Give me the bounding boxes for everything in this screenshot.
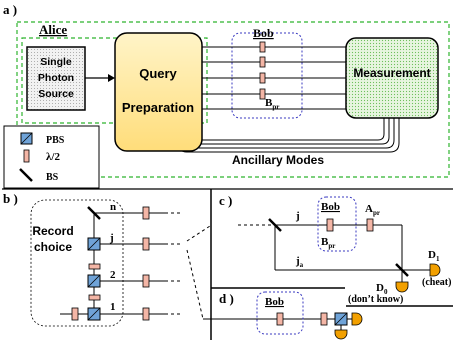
panel-c-bpr-label: Bpr (321, 236, 335, 250)
source-line-1: Single (40, 56, 72, 68)
half-wave-plate-icon (276, 312, 284, 326)
query-preparation-box (114, 32, 203, 152)
dont-know-label: (don’t know) (348, 294, 403, 305)
ancillary-mode-lines (177, 118, 400, 153)
half-wave-plate-icon (88, 294, 101, 301)
panel-b: b ) Record choice (2, 188, 453, 327)
detector-d0-icon (395, 281, 409, 293)
beam-splitter-icon (19, 168, 33, 182)
half-wave-plate-icon (71, 307, 79, 321)
pbs-icon-diagonal (20, 132, 33, 145)
panel-b-vertical-waveplates (88, 263, 101, 301)
mode-j-label: j (295, 210, 300, 222)
ancillary-modes-label: Ancillary Modes (232, 153, 324, 167)
panel-b-pbs-cubes (87, 237, 101, 321)
half-wave-plate-icon (259, 56, 266, 68)
half-wave-plate-icon (366, 218, 374, 232)
bob-waveplates (259, 41, 266, 100)
d0-label: D0 (376, 282, 388, 296)
alice-inner-box (21, 37, 208, 124)
half-wave-plate-icon (142, 237, 150, 251)
apr-label: Apr (365, 203, 380, 217)
half-wave-plate-icon (142, 307, 150, 321)
mode-ja-label: ja (295, 255, 304, 269)
detector-icon (334, 329, 348, 340)
record-label: Record (32, 224, 73, 238)
cheat-label: (cheat) (422, 277, 451, 288)
panel-b-dashed-lines (165, 212, 183, 315)
beam-splitter-icon (87, 206, 101, 220)
detector-d1-icon (429, 263, 441, 277)
bob-label: Bob (253, 26, 274, 40)
measurement-box (345, 37, 439, 119)
single-photon-source-box (26, 46, 86, 111)
zoom-connector-top (186, 225, 211, 242)
legend: PBS λ/2 BS (3, 125, 100, 189)
detector-icon (351, 312, 363, 326)
legend-bs-label: BS (46, 172, 59, 183)
choice-label: choice (34, 240, 72, 254)
half-wave-plate-icon (326, 218, 334, 232)
panel-b-label: b ) (3, 191, 18, 206)
source-line-2: Photon (38, 72, 74, 84)
measurement-label: Measurement (353, 66, 430, 80)
mode-label-j: j (109, 232, 114, 244)
half-wave-plate-icon (259, 88, 266, 100)
mode-label-2: 2 (110, 269, 116, 281)
query-label-1: Query (139, 66, 177, 81)
zoom-connector-bottom (186, 249, 204, 320)
panel-b-mode-waveplates (71, 206, 150, 321)
panel-b-mode-lines (60, 212, 165, 315)
panel-c-label: c ) (219, 193, 232, 208)
bpr-label: Bpr (265, 97, 279, 111)
beam-splitter-icon (268, 218, 282, 232)
mode-lines (200, 46, 346, 110)
panel-d-bob-label: Bob (265, 296, 284, 308)
half-wave-plate-icon (259, 41, 266, 53)
half-wave-plate-icon (320, 312, 328, 326)
panel-c-bob-label: Bob (321, 201, 340, 213)
bob-box (231, 32, 303, 119)
source-arrow-head (108, 74, 115, 82)
bob-box (256, 291, 304, 335)
half-wave-plate-icon (259, 72, 266, 84)
panel-a-label: a ) (3, 2, 17, 17)
d1-label: D1 (428, 249, 440, 263)
record-choice-box (30, 199, 124, 327)
mode-label-n: n (110, 201, 116, 213)
half-wave-plate-icon (88, 263, 101, 270)
bob-box (317, 196, 357, 252)
panel-d: d ) (don’t know) Bob (203, 287, 453, 340)
panel-d-label: d ) (219, 291, 234, 306)
mode-label-1: 1 (110, 301, 116, 313)
panel-a: a ) Alice Single Photon Source (3, 2, 450, 178)
legend-box (3, 125, 100, 189)
query-label-2: Preparation (122, 100, 194, 115)
beam-splitter-icon (395, 263, 409, 277)
half-wave-plate-icon (142, 274, 150, 288)
half-wave-plate-icon (142, 206, 150, 220)
source-line-3: Source (38, 88, 74, 100)
legend-pbs-label: PBS (46, 135, 65, 146)
half-wave-plate-icon (23, 149, 30, 163)
panel-c: c ) Bob Bpr Apr j ja D1 (cheat) D0 (210, 189, 451, 340)
legend-halfwave-label: λ/2 (46, 151, 60, 163)
alice-label: Alice (39, 22, 67, 37)
panel-c-beams (238, 224, 430, 282)
